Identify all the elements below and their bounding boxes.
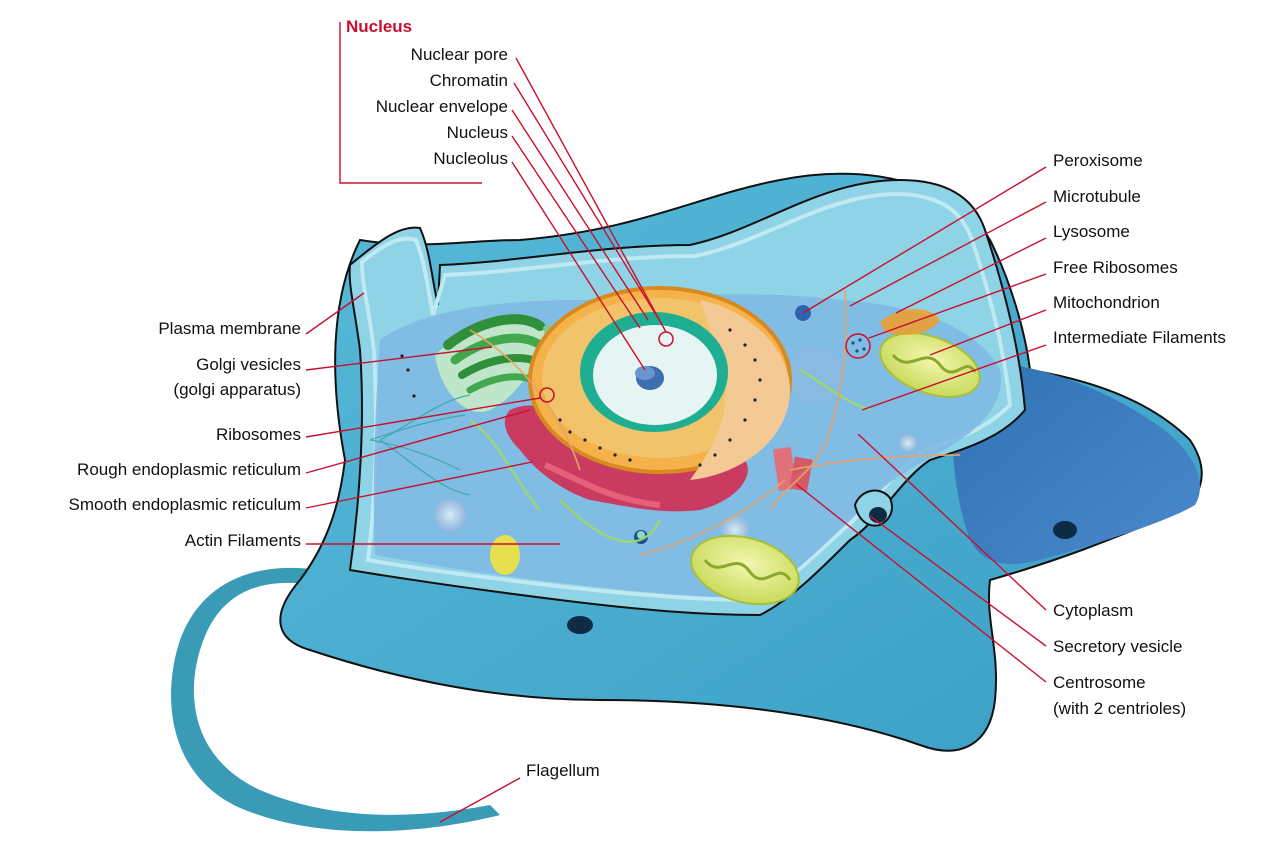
label-intermediate-filaments: Intermediate Filaments (1053, 328, 1226, 347)
label-golgi-vesicles: Golgi vesicles (196, 355, 301, 374)
label-golgi-apparatus: (golgi apparatus) (173, 380, 301, 399)
label-mitochondrion: Mitochondrion (1053, 293, 1160, 312)
label-plasma-membrane: Plasma membrane (158, 319, 301, 338)
golgi-apparatus (435, 314, 551, 412)
mitochondrion-lower (690, 534, 800, 606)
mitochondrion-upper (879, 332, 981, 398)
label-free-ribosomes: Free Ribosomes (1053, 258, 1178, 277)
actin-shapes (369, 394, 471, 496)
label-centrosome: Centrosome (1053, 673, 1146, 692)
label-nuclear-pore: Nuclear pore (410, 45, 508, 64)
label-secretory-vesicle: Secretory vesicle (1053, 637, 1183, 656)
microtubules (469, 289, 961, 556)
label-nucleolus: Nucleolus (433, 149, 508, 168)
label-centrioles: (with 2 centrioles) (1053, 699, 1187, 718)
label-smooth-er: Smooth endoplasmic reticulum (68, 495, 301, 514)
leader-lines (305, 22, 1047, 823)
ribosome-dots (400, 328, 762, 467)
filaments (469, 368, 871, 544)
label-cytoplasm: Cytoplasm (1053, 601, 1134, 620)
label-lysosome: Lysosome (1053, 222, 1130, 241)
label-nuclear-envelope: Nuclear envelope (375, 97, 508, 116)
label-rough-er: Rough endoplasmic reticulum (77, 460, 301, 479)
label-flagellum: Flagellum (526, 761, 600, 780)
label-ribosomes: Ribosomes (215, 425, 301, 444)
nucleus-shape (528, 286, 792, 480)
nucleus-group-title: Nucleus (346, 17, 413, 36)
label-chromatin: Chromatin (429, 71, 508, 90)
label-peroxisome: Peroxisome (1053, 151, 1143, 170)
label-microtubule: Microtubule (1053, 187, 1141, 206)
label-nucleus: Nucleus (446, 123, 508, 142)
label-actin-filaments: Actin Filaments (184, 531, 301, 550)
